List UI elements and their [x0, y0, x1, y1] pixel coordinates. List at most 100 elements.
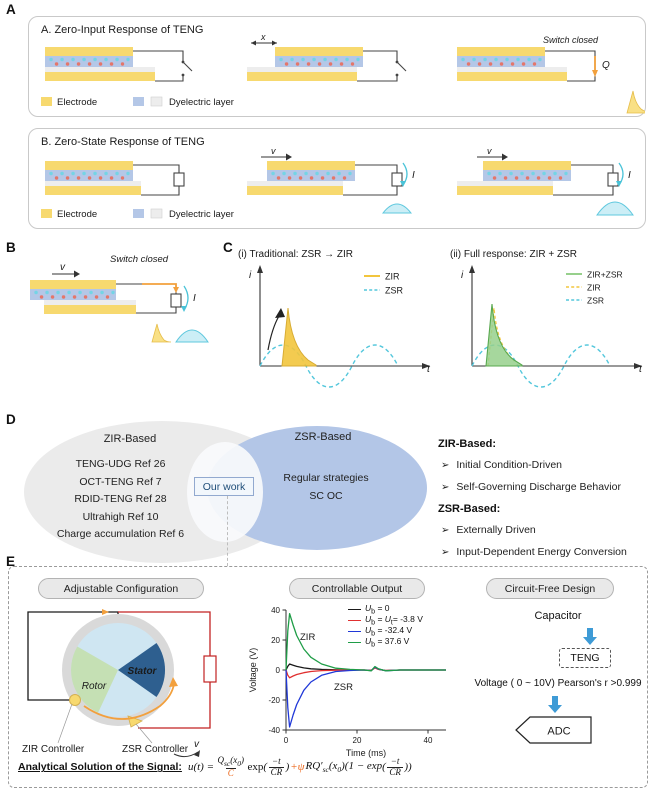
- current-direction-icon: [102, 609, 109, 615]
- note-item: ➢Externally Driven: [438, 524, 654, 536]
- arrow-bullet-icon: ➢: [441, 460, 450, 471]
- legend-zir-zsr: ZIR+ZSR: [587, 270, 623, 280]
- load-resistor: [203, 655, 217, 683]
- y-tick: 0: [276, 666, 281, 675]
- discharge-pulse-glyph: [151, 323, 172, 343]
- x-tick: 20: [353, 736, 362, 745]
- stator-label: Stator: [128, 666, 158, 677]
- flow-teng-box: TENG: [559, 648, 611, 668]
- arrow-bullet-icon: ➢: [441, 482, 450, 493]
- venn-item: Regular strategies: [283, 472, 369, 484]
- ac-pulse-glyph: [175, 329, 209, 343]
- x-axis-label: Time (ms): [346, 748, 386, 758]
- zir-annotation: ZIR: [300, 632, 315, 643]
- legend-zir: ZIR: [385, 272, 400, 282]
- stator-sector: [118, 643, 166, 697]
- zsr-based-ellipse: [207, 426, 427, 550]
- full-response-schematic: Switch closed v I: [30, 254, 209, 343]
- note-item: ➢ Initial Condition-Driven: [438, 459, 654, 471]
- rotation-arrow: [83, 683, 175, 720]
- x-axis-arrow-icon: [422, 363, 430, 369]
- zir-circuit-wire: [27, 611, 119, 701]
- arrow-bullet-icon: ➢: [441, 547, 450, 558]
- teng-unit-sliding-far: v I: [457, 146, 634, 216]
- legend-label: Ub = -32.4 V: [365, 625, 413, 638]
- legend-row: Ub = 0: [348, 603, 446, 616]
- velocity-arc: [173, 751, 199, 758]
- velocity-label: v: [271, 146, 276, 156]
- formula-frac1: Qsc(x0)C: [217, 755, 245, 779]
- y-axis-arrow-icon: [469, 265, 475, 273]
- formula-paren: ): [285, 761, 290, 774]
- arrow-head-icon: [275, 308, 285, 318]
- load-resistor: [607, 172, 619, 187]
- velocity-label: v: [194, 739, 200, 750]
- zir-controller-node: [69, 694, 81, 706]
- legend-zir: ZIR: [587, 283, 601, 293]
- formula-label: Analytical Solution of the Signal:: [18, 761, 182, 774]
- note-text: Self-Governing Discharge Behavior: [456, 481, 621, 493]
- zir-based-title: ZIR-Based: [103, 433, 157, 445]
- output-chart-legend: Ub = 0 Ub = Ut= -3.8 V Ub = -32.4 V Ub =…: [348, 603, 446, 649]
- rotor-sector: [70, 646, 118, 713]
- y-tick: -20: [268, 696, 280, 705]
- zero-input-box: A. Zero-Input Response of TENG x: [28, 16, 646, 117]
- teng-unit-switch-closed: Switch closed Q: [457, 35, 645, 114]
- teng-stack: [30, 280, 136, 314]
- note-item: ➢ Input-Dependent Energy Conversion: [438, 546, 654, 558]
- zsr-based-title: ZSR-Based: [294, 431, 352, 443]
- x-axis-arrow-icon: [634, 363, 642, 369]
- arrow-head-icon: [169, 677, 178, 687]
- y-axis-arrow-icon: [257, 265, 263, 273]
- formula-psi-term: +ψ: [290, 761, 305, 774]
- dielectric-blue-swatch: [133, 209, 144, 218]
- dielectric-legend-label: Dyelectric layer: [169, 97, 234, 108]
- formula-paren: (: [382, 761, 386, 774]
- note-text: Initial Condition-Driven: [456, 459, 563, 471]
- full-response-spike: [485, 303, 523, 367]
- teng-unit-displaced: x: [247, 32, 407, 82]
- legend-line-icon: [348, 609, 361, 610]
- zero-state-box: B. Zero-State Response of TENG v: [28, 128, 646, 229]
- materials-legend: Electrode Dyelectric layer: [41, 96, 234, 108]
- dielectric-legend-label: Dyelectric layer: [169, 209, 234, 220]
- current-label: I: [193, 293, 196, 304]
- formula-close: )): [404, 761, 412, 774]
- y-tick: 20: [271, 636, 280, 645]
- y-tick: 40: [271, 606, 280, 615]
- flow-voltage-note: Voltage ( 0 ~ 10V) Pearson's r >0.999: [474, 678, 642, 689]
- flow-arrow-down-icon: [548, 696, 562, 713]
- analytical-solution: Analytical Solution of the Signal: u(t) …: [18, 755, 650, 779]
- legend-label: Ub = 37.6 V: [365, 636, 410, 649]
- box-title: A. Zero-Input Response of TENG: [41, 24, 203, 36]
- response-notes: ZIR-Based: ➢Initial Condition-Driven ➢Se…: [438, 438, 654, 568]
- legend-zsr: ZSR: [587, 296, 604, 306]
- electrode-swatch: [41, 97, 52, 106]
- zsr-annotation: ZSR: [334, 682, 353, 693]
- current-label: I: [412, 170, 415, 181]
- adc-label: ADC: [547, 726, 570, 738]
- teng-unit-contact: [45, 47, 193, 82]
- load-resistor: [391, 172, 403, 187]
- y-axis-label: Voltage (V): [248, 648, 258, 693]
- current-arrow-icon: [181, 306, 187, 312]
- teng-unit-sliding: v I: [247, 146, 415, 214]
- ac-pulse-glyph: [596, 201, 634, 216]
- legend-label: Ub = 0: [365, 603, 390, 616]
- charge-flow-arrow-icon: [173, 287, 179, 293]
- arrow-bullet-icon: ➢: [441, 525, 450, 536]
- note-text: Input-Dependent Energy Conversion: [456, 546, 627, 558]
- venn-item: OCT-TENG Ref 7: [79, 475, 162, 488]
- current-arrow-icon: [400, 181, 406, 187]
- electrode-legend-label: Electrode: [57, 209, 97, 220]
- y-axis-label: i: [249, 270, 252, 281]
- box-title: B. Zero-State Response of TENG: [41, 136, 205, 148]
- velocity-label: v: [487, 146, 492, 156]
- velocity-arrow-icon: [502, 153, 508, 161]
- adc-shape: [515, 716, 592, 744]
- zsr-based-items: Regular strategies SC OC: [276, 470, 376, 505]
- zir-spike: [281, 307, 317, 367]
